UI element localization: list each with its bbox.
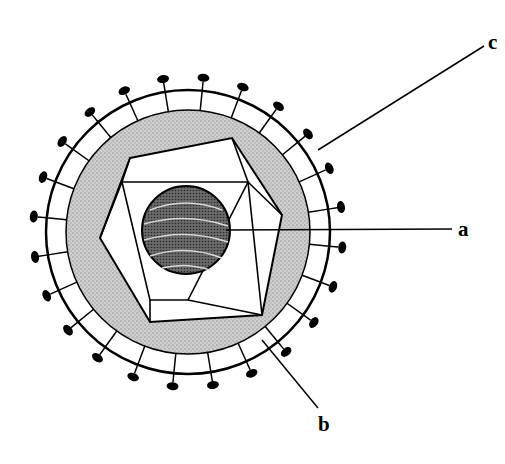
spike-head	[117, 85, 131, 97]
spike-stalk	[303, 315, 310, 320]
spike-stalk	[126, 94, 130, 102]
spike-stem	[48, 252, 68, 255]
spike-stalk	[298, 136, 305, 142]
spike-stem	[73, 149, 89, 161]
spike-head	[37, 170, 49, 184]
spike-stem	[309, 244, 329, 246]
spike-stem	[200, 91, 202, 111]
spike-stalk	[39, 255, 48, 256]
spike-stem	[302, 275, 321, 282]
spike-head	[55, 134, 69, 148]
genome-strands	[144, 203, 228, 270]
spike-head	[41, 289, 53, 303]
spike-stalk	[238, 91, 241, 99]
spike-stem	[47, 218, 67, 220]
envelope-outer	[46, 90, 330, 374]
spike-stem	[282, 142, 297, 155]
spike-head	[197, 73, 210, 82]
matrix-layer	[66, 110, 310, 354]
spike-head	[245, 367, 259, 379]
spike-head	[156, 74, 169, 84]
spike-stalk	[172, 373, 174, 382]
spike-stem	[231, 99, 238, 118]
nucleic-acid-core	[142, 186, 230, 274]
spike-stalk	[246, 361, 250, 369]
spike-stem	[59, 282, 77, 290]
spike-head	[61, 323, 75, 337]
spike-stalk	[100, 347, 105, 354]
spike-head	[90, 351, 104, 365]
spike-stem	[165, 92, 168, 112]
spike-stalk	[201, 82, 203, 91]
spike-stalk	[164, 83, 165, 92]
spike-stem	[208, 352, 211, 372]
callout-letter: b	[318, 414, 330, 435]
spike-stalk	[71, 322, 78, 328]
spike-head	[236, 81, 250, 93]
spike-head	[30, 250, 40, 263]
spike-stem	[55, 182, 74, 189]
spike-stalk	[278, 342, 284, 349]
spike-head	[29, 210, 38, 223]
spike-stem	[238, 343, 246, 361]
spike-head	[323, 161, 335, 175]
spike-head	[327, 280, 339, 294]
spike-head	[338, 241, 347, 254]
spike-head	[83, 105, 97, 119]
spike-head	[336, 200, 346, 213]
spike-head	[301, 127, 315, 141]
spike-head	[206, 380, 219, 390]
callout-letter: c	[488, 32, 497, 53]
spike-stalk	[321, 282, 329, 285]
spike-stem	[308, 209, 328, 212]
envelope-glycoprotein-stems	[47, 91, 330, 374]
spike-head	[307, 315, 321, 329]
spike-stem	[105, 331, 117, 347]
spike-stalk	[317, 170, 325, 174]
envelope-spikes	[29, 73, 347, 391]
spike-stem	[174, 353, 176, 373]
spike-stalk	[47, 179, 55, 182]
spike-stem	[299, 174, 317, 182]
spike-stalk	[38, 216, 47, 218]
spike-stem	[138, 346, 145, 365]
callout-letter: a	[458, 219, 469, 240]
spike-stalk	[65, 144, 72, 149]
spike-head	[126, 371, 140, 383]
spike-stalk	[329, 245, 338, 247]
spike-stem	[265, 326, 278, 341]
leader-lines	[226, 46, 484, 408]
spike-stem	[78, 309, 93, 322]
spike-stalk	[50, 290, 58, 294]
spike-stem	[98, 122, 111, 137]
spike-stalk	[92, 115, 98, 122]
spike-head	[279, 345, 293, 359]
spike-stalk	[328, 208, 337, 209]
spike-head	[271, 99, 285, 113]
spike-stalk	[271, 109, 276, 116]
spike-head	[166, 382, 179, 391]
spike-stem	[287, 303, 303, 315]
spike-stalk	[135, 365, 138, 373]
spike-stem	[259, 117, 271, 133]
spike-stem	[130, 103, 138, 121]
spike-stalk	[211, 372, 212, 381]
